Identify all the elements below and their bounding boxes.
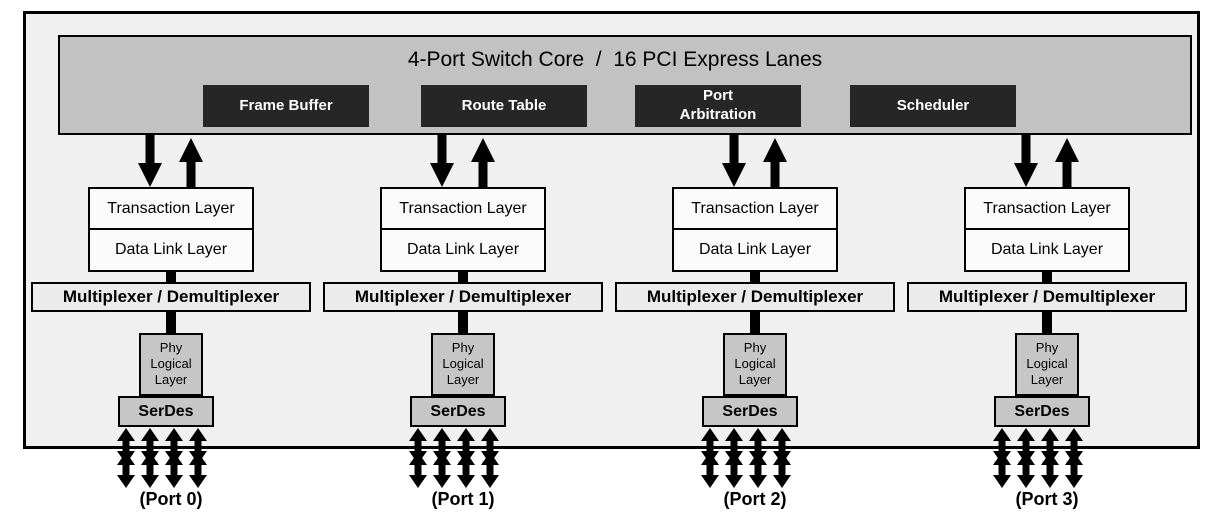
connector-line bbox=[166, 270, 176, 283]
serial-lane-arrows-icon bbox=[990, 427, 1086, 489]
mux-demux-box: Multiplexer / Demultiplexer bbox=[907, 282, 1187, 312]
connector-line bbox=[1042, 270, 1052, 283]
phy-logical-layer-box: Phy Logical Layer bbox=[723, 333, 787, 396]
phy-logical-layer-box: Phy Logical Layer bbox=[431, 333, 495, 396]
port-column-3: Transaction Layer Data Link Layer Multip… bbox=[877, 135, 1217, 527]
core-block-scheduler: Scheduler bbox=[850, 85, 1016, 127]
layer-stack: Transaction Layer Data Link Layer bbox=[380, 187, 546, 272]
phy-logical-layer-box: Phy Logical Layer bbox=[1015, 333, 1079, 396]
layer-stack: Transaction Layer Data Link Layer bbox=[88, 187, 254, 272]
port-column-0: Transaction Layer Data Link Layer Multip… bbox=[1, 135, 341, 527]
phy-logical-layer-box: Phy Logical Layer bbox=[139, 333, 203, 396]
data-link-layer-box: Data Link Layer bbox=[382, 228, 544, 270]
serdes-box: SerDes bbox=[118, 396, 214, 427]
port-label: (Port 3) bbox=[1015, 489, 1079, 509]
connector-line bbox=[458, 270, 468, 283]
down-up-arrows-icon bbox=[1014, 135, 1079, 188]
core-title: 4-Port Switch Core / 16 PCI Express Lane… bbox=[407, 48, 823, 71]
down-up-arrows-icon bbox=[138, 135, 203, 188]
transaction-layer-box: Transaction Layer bbox=[399, 199, 527, 217]
mux-demux-box: Multiplexer / Demultiplexer bbox=[323, 282, 603, 312]
core-block-label: Port Arbitration bbox=[679, 87, 757, 123]
data-link-layer-box: Data Link Layer bbox=[90, 228, 252, 270]
serdes-box: SerDes bbox=[410, 396, 506, 427]
transaction-layer-box: Transaction Layer bbox=[691, 199, 819, 217]
data-link-layer-box: Data Link Layer bbox=[966, 228, 1128, 270]
port-column-1: Transaction Layer Data Link Layer Multip… bbox=[293, 135, 633, 527]
data-link-layer-box: Data Link Layer bbox=[674, 228, 836, 270]
connector-line bbox=[750, 312, 760, 334]
serdes-box: SerDes bbox=[702, 396, 798, 427]
transaction-layer-box: Transaction Layer bbox=[983, 199, 1111, 217]
serial-lane-arrows-icon bbox=[114, 427, 210, 489]
core-block-label: Scheduler bbox=[896, 96, 970, 114]
layer-stack: Transaction Layer Data Link Layer bbox=[964, 187, 1130, 272]
core-block-route-table: Route Table bbox=[421, 85, 587, 127]
connector-line bbox=[458, 312, 468, 334]
connector-line bbox=[750, 270, 760, 283]
serial-lane-arrows-icon bbox=[406, 427, 502, 489]
port-label: (Port 2) bbox=[723, 489, 787, 509]
serdes-box: SerDes bbox=[994, 396, 1090, 427]
core-block-port-arbitration: Port Arbitration bbox=[635, 85, 801, 127]
port-label: (Port 0) bbox=[139, 489, 203, 509]
core-block-frame-buffer: Frame Buffer bbox=[203, 85, 369, 127]
mux-demux-box: Multiplexer / Demultiplexer bbox=[615, 282, 895, 312]
connector-line bbox=[1042, 312, 1052, 334]
core-block-label: Frame Buffer bbox=[239, 96, 333, 114]
down-up-arrows-icon bbox=[430, 135, 495, 188]
port-column-2: Transaction Layer Data Link Layer Multip… bbox=[585, 135, 925, 527]
transaction-layer-box: Transaction Layer bbox=[107, 199, 235, 217]
mux-demux-box: Multiplexer / Demultiplexer bbox=[31, 282, 311, 312]
down-up-arrows-icon bbox=[722, 135, 787, 188]
layer-stack: Transaction Layer Data Link Layer bbox=[672, 187, 838, 272]
serial-lane-arrows-icon bbox=[698, 427, 794, 489]
connector-line bbox=[166, 312, 176, 334]
core-block-label: Route Table bbox=[461, 96, 547, 114]
port-label: (Port 1) bbox=[431, 489, 495, 509]
